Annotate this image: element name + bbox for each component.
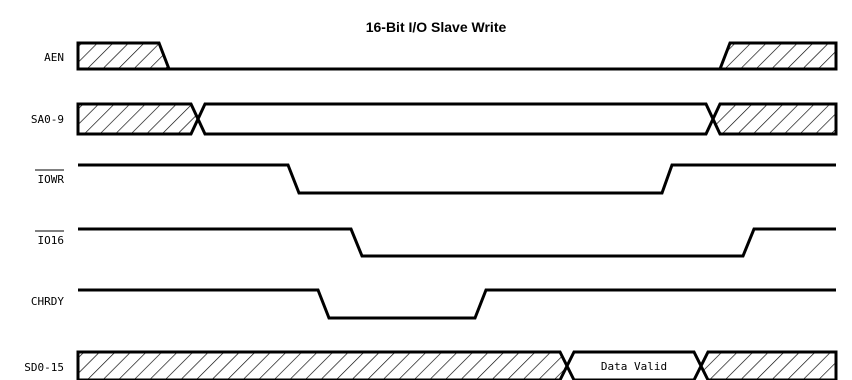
- sd-data-valid-label: Data Valid: [601, 360, 667, 373]
- waveform-iowr: [78, 163, 836, 195]
- sd-unknown-start: [76, 350, 569, 380]
- signal-label-sd: SD0-15: [24, 361, 64, 374]
- sa-unknown-end: [711, 102, 838, 136]
- aen-unknown-end: [717, 41, 838, 71]
- signal-label-aen: AEN: [44, 51, 64, 64]
- signal-label-io16: IO16: [38, 234, 65, 247]
- signal-label-chrdy: CHRDY: [31, 295, 64, 308]
- aen-unknown-start: [76, 41, 172, 71]
- waveform-chrdy: [78, 288, 836, 320]
- waveform-sd: Data Valid: [76, 350, 838, 380]
- sd-unknown-end: [699, 350, 838, 380]
- waveform-aen: [76, 41, 838, 71]
- signal-label-iowr: IOWR: [38, 173, 65, 186]
- sa-valid-region: [196, 102, 715, 136]
- waveform-sa: [76, 102, 838, 136]
- waveform-io16: [78, 227, 836, 258]
- diagram-title: 16-Bit I/O Slave Write: [366, 19, 507, 35]
- signal-label-sa: SA0-9: [31, 113, 64, 126]
- sa-unknown-start: [76, 102, 200, 136]
